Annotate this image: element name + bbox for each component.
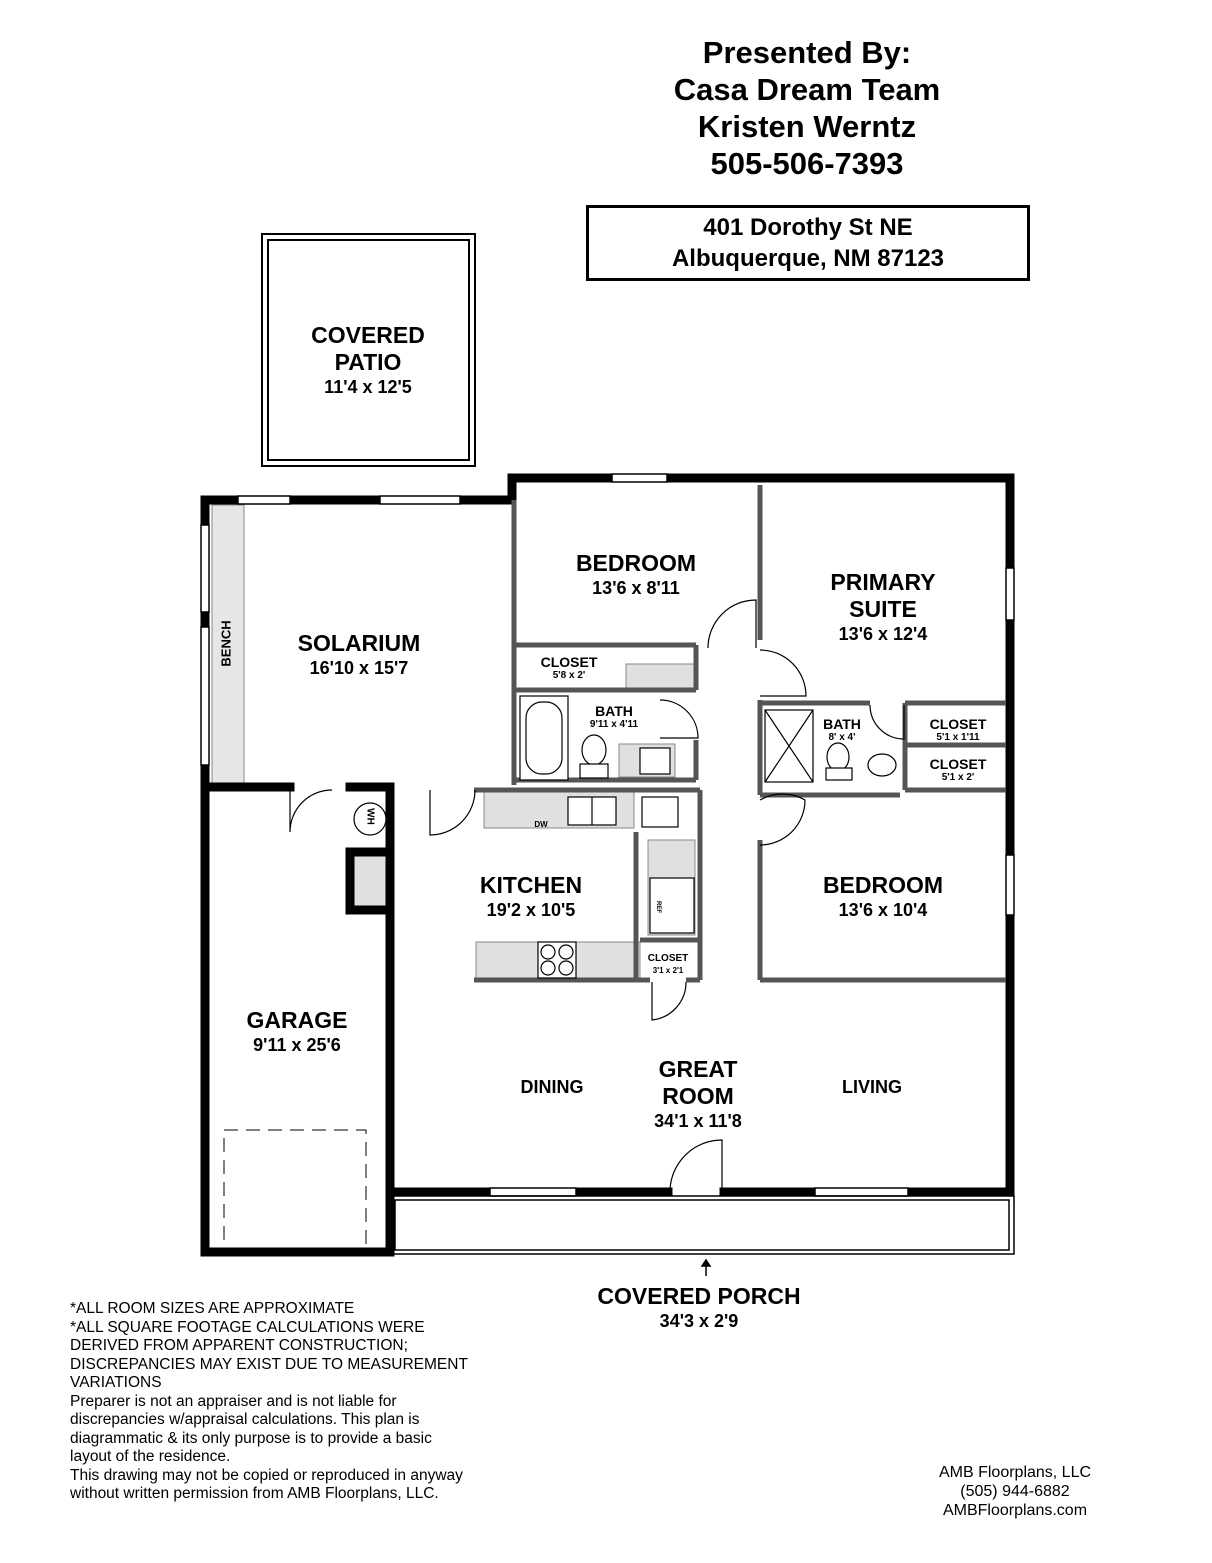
- credits: AMB Floorplans, LLC (505) 944-6882 AMBFl…: [900, 1463, 1130, 1520]
- door-swings: [289, 599, 905, 1191]
- bath-2-sink: [867, 753, 897, 777]
- covered-porch-outline: [389, 1195, 1015, 1255]
- disclaimer-line-2: *ALL SQUARE FOOTAGE CALCULATIONS WERE DE…: [70, 1318, 468, 1392]
- bedroom-2-name: BEDROOM: [822, 872, 944, 898]
- covered-patio-name-2: PATIO: [334, 349, 402, 375]
- bath-1-sink: [639, 747, 671, 775]
- closet-2-size: 5'1 x 1'11: [936, 732, 980, 743]
- toilet-bath-1: [581, 734, 607, 766]
- garage-size: 9'11 x 25'6: [253, 1035, 341, 1055]
- team-name: Casa Dream Team: [673, 72, 941, 107]
- exterior-windows: [200, 473, 1015, 1197]
- living-label: LIVING: [841, 1077, 903, 1097]
- bath-2-name: BATH: [823, 716, 861, 732]
- solarium-label: SOLARIUM 16'10 x 15'7: [298, 630, 421, 679]
- primary-suite-name-1: PRIMARY: [830, 569, 936, 595]
- primary-suite-name-2: SUITE: [849, 596, 917, 622]
- dining-label: DINING: [520, 1077, 584, 1097]
- closet-4-size: 3'1 x 2'1: [652, 966, 684, 975]
- disclaimer-line-3: Preparer is not an appraiser and is not …: [70, 1392, 432, 1466]
- covered-patio-name-1: COVERED: [311, 322, 425, 348]
- bedroom-1-size: 13'6 x 8'11: [592, 578, 680, 598]
- bedroom-2-size: 13'6 x 10'4: [838, 900, 928, 920]
- bedroom-1-label: BEDROOM 13'6 x 8'11: [576, 550, 696, 599]
- great-room-size: 34'1 x 11'8: [654, 1111, 742, 1131]
- closet-1-size: 5'8 x 2': [552, 670, 586, 681]
- water-heater-circle: [353, 802, 387, 836]
- laundry-unit: [641, 796, 679, 828]
- covered-patio-size: 11'4 x 12'5: [324, 377, 412, 397]
- agent-name: Kristen Werntz: [697, 109, 917, 144]
- kitchen-size: 19'2 x 10'5: [486, 900, 576, 920]
- covered-porch-name: COVERED PORCH: [597, 1283, 801, 1309]
- covered-patio-label: COVERED PATIO 11'4 x 12'5: [311, 322, 425, 398]
- address-street: 401 Dorothy St NE: [703, 214, 913, 241]
- great-room-name-1: GREAT: [658, 1056, 738, 1082]
- primary-suite-label: PRIMARY SUITE 13'6 x 12'4: [830, 569, 935, 645]
- interior-walls: [474, 485, 1006, 983]
- great-room-name-2: ROOM: [662, 1083, 734, 1109]
- kitchen-label: KITCHEN 19'2 x 10'5: [480, 872, 582, 921]
- disclaimer-line-1: *ALL ROOM SIZES ARE APPROXIMATE: [70, 1300, 355, 1317]
- closet-2-name: CLOSET: [929, 716, 987, 732]
- bedroom-2-label: BEDROOM 13'6 x 10'4: [823, 872, 943, 921]
- fixtures: [353, 695, 897, 979]
- closet-3-label: CLOSET 5'1 x 2': [930, 756, 987, 784]
- closet-3-name: CLOSET: [929, 756, 987, 772]
- primary-suite-size: 13'6 x 12'4: [838, 624, 928, 644]
- bedroom-1-name: BEDROOM: [575, 550, 697, 576]
- bath-1-name: BATH: [595, 703, 633, 719]
- disclaimer: *ALL ROOM SIZES ARE APPROXIMATE *ALL SQU…: [70, 1300, 470, 1504]
- great-room-label: GREAT ROOM 34'1 x 11'8: [654, 1056, 742, 1132]
- credits-website: AMBFloorplans.com: [942, 1502, 1088, 1519]
- kitchen-name: KITCHEN: [479, 872, 583, 898]
- address-city: Albuquerque, NM 87123: [671, 245, 945, 272]
- covered-porch-label: COVERED PORCH 34'3 x 2'9: [597, 1283, 800, 1332]
- closet-2-label: CLOSET 5'1 x 1'11: [930, 716, 987, 744]
- dishwasher-label: DW: [534, 820, 548, 829]
- address-box: 401 Dorothy St NE Albuquerque, NM 87123: [586, 205, 1030, 281]
- entry-arrow: [700, 1258, 712, 1276]
- bath-1-label: BATH 9'11 x 4'11: [590, 703, 638, 731]
- closet-1-name: CLOSET: [540, 654, 598, 670]
- covered-patio-outline: [261, 233, 476, 467]
- covered-porch-size: 34'3 x 2'9: [659, 1311, 739, 1331]
- closet-4-label: CLOSET 3'1 x 2'1: [648, 953, 689, 977]
- credits-company: AMB Floorplans, LLC: [938, 1464, 1092, 1481]
- solarium-name: SOLARIUM: [297, 630, 421, 656]
- closet-4-name: CLOSET: [647, 953, 689, 964]
- garage-name: GARAGE: [246, 1007, 348, 1033]
- solarium-size: 16'10 x 15'7: [309, 658, 409, 678]
- refrigerator: [649, 877, 695, 934]
- bath-2-size: 8' x 4': [828, 732, 856, 743]
- garage-label: GARAGE 9'11 x 25'6: [247, 1007, 348, 1056]
- agent-phone: 505-506-7393: [710, 146, 904, 181]
- credits-phone: (505) 944-6882: [960, 1483, 1070, 1500]
- garage-parking-outline: [223, 1129, 367, 1253]
- bath-1-size: 9'11 x 4'11: [589, 719, 639, 730]
- closet-3-size: 5'1 x 2': [941, 772, 975, 783]
- closet-1-label: CLOSET 5'8 x 2': [541, 654, 598, 682]
- presented-by-label: Presented By:: [702, 35, 912, 70]
- toilet-bath-2: [826, 742, 850, 772]
- water-heater-label: WH: [364, 808, 376, 825]
- bath-2-label: BATH 8' x 4': [823, 716, 861, 744]
- presenter-header: Presented By: Casa Dream Team Kristen We…: [560, 34, 1054, 182]
- disclaimer-line-4: This drawing may not be copied or reprod…: [70, 1466, 463, 1503]
- bench-label: BENCH: [218, 620, 234, 667]
- refrigerator-label: REF: [655, 901, 661, 913]
